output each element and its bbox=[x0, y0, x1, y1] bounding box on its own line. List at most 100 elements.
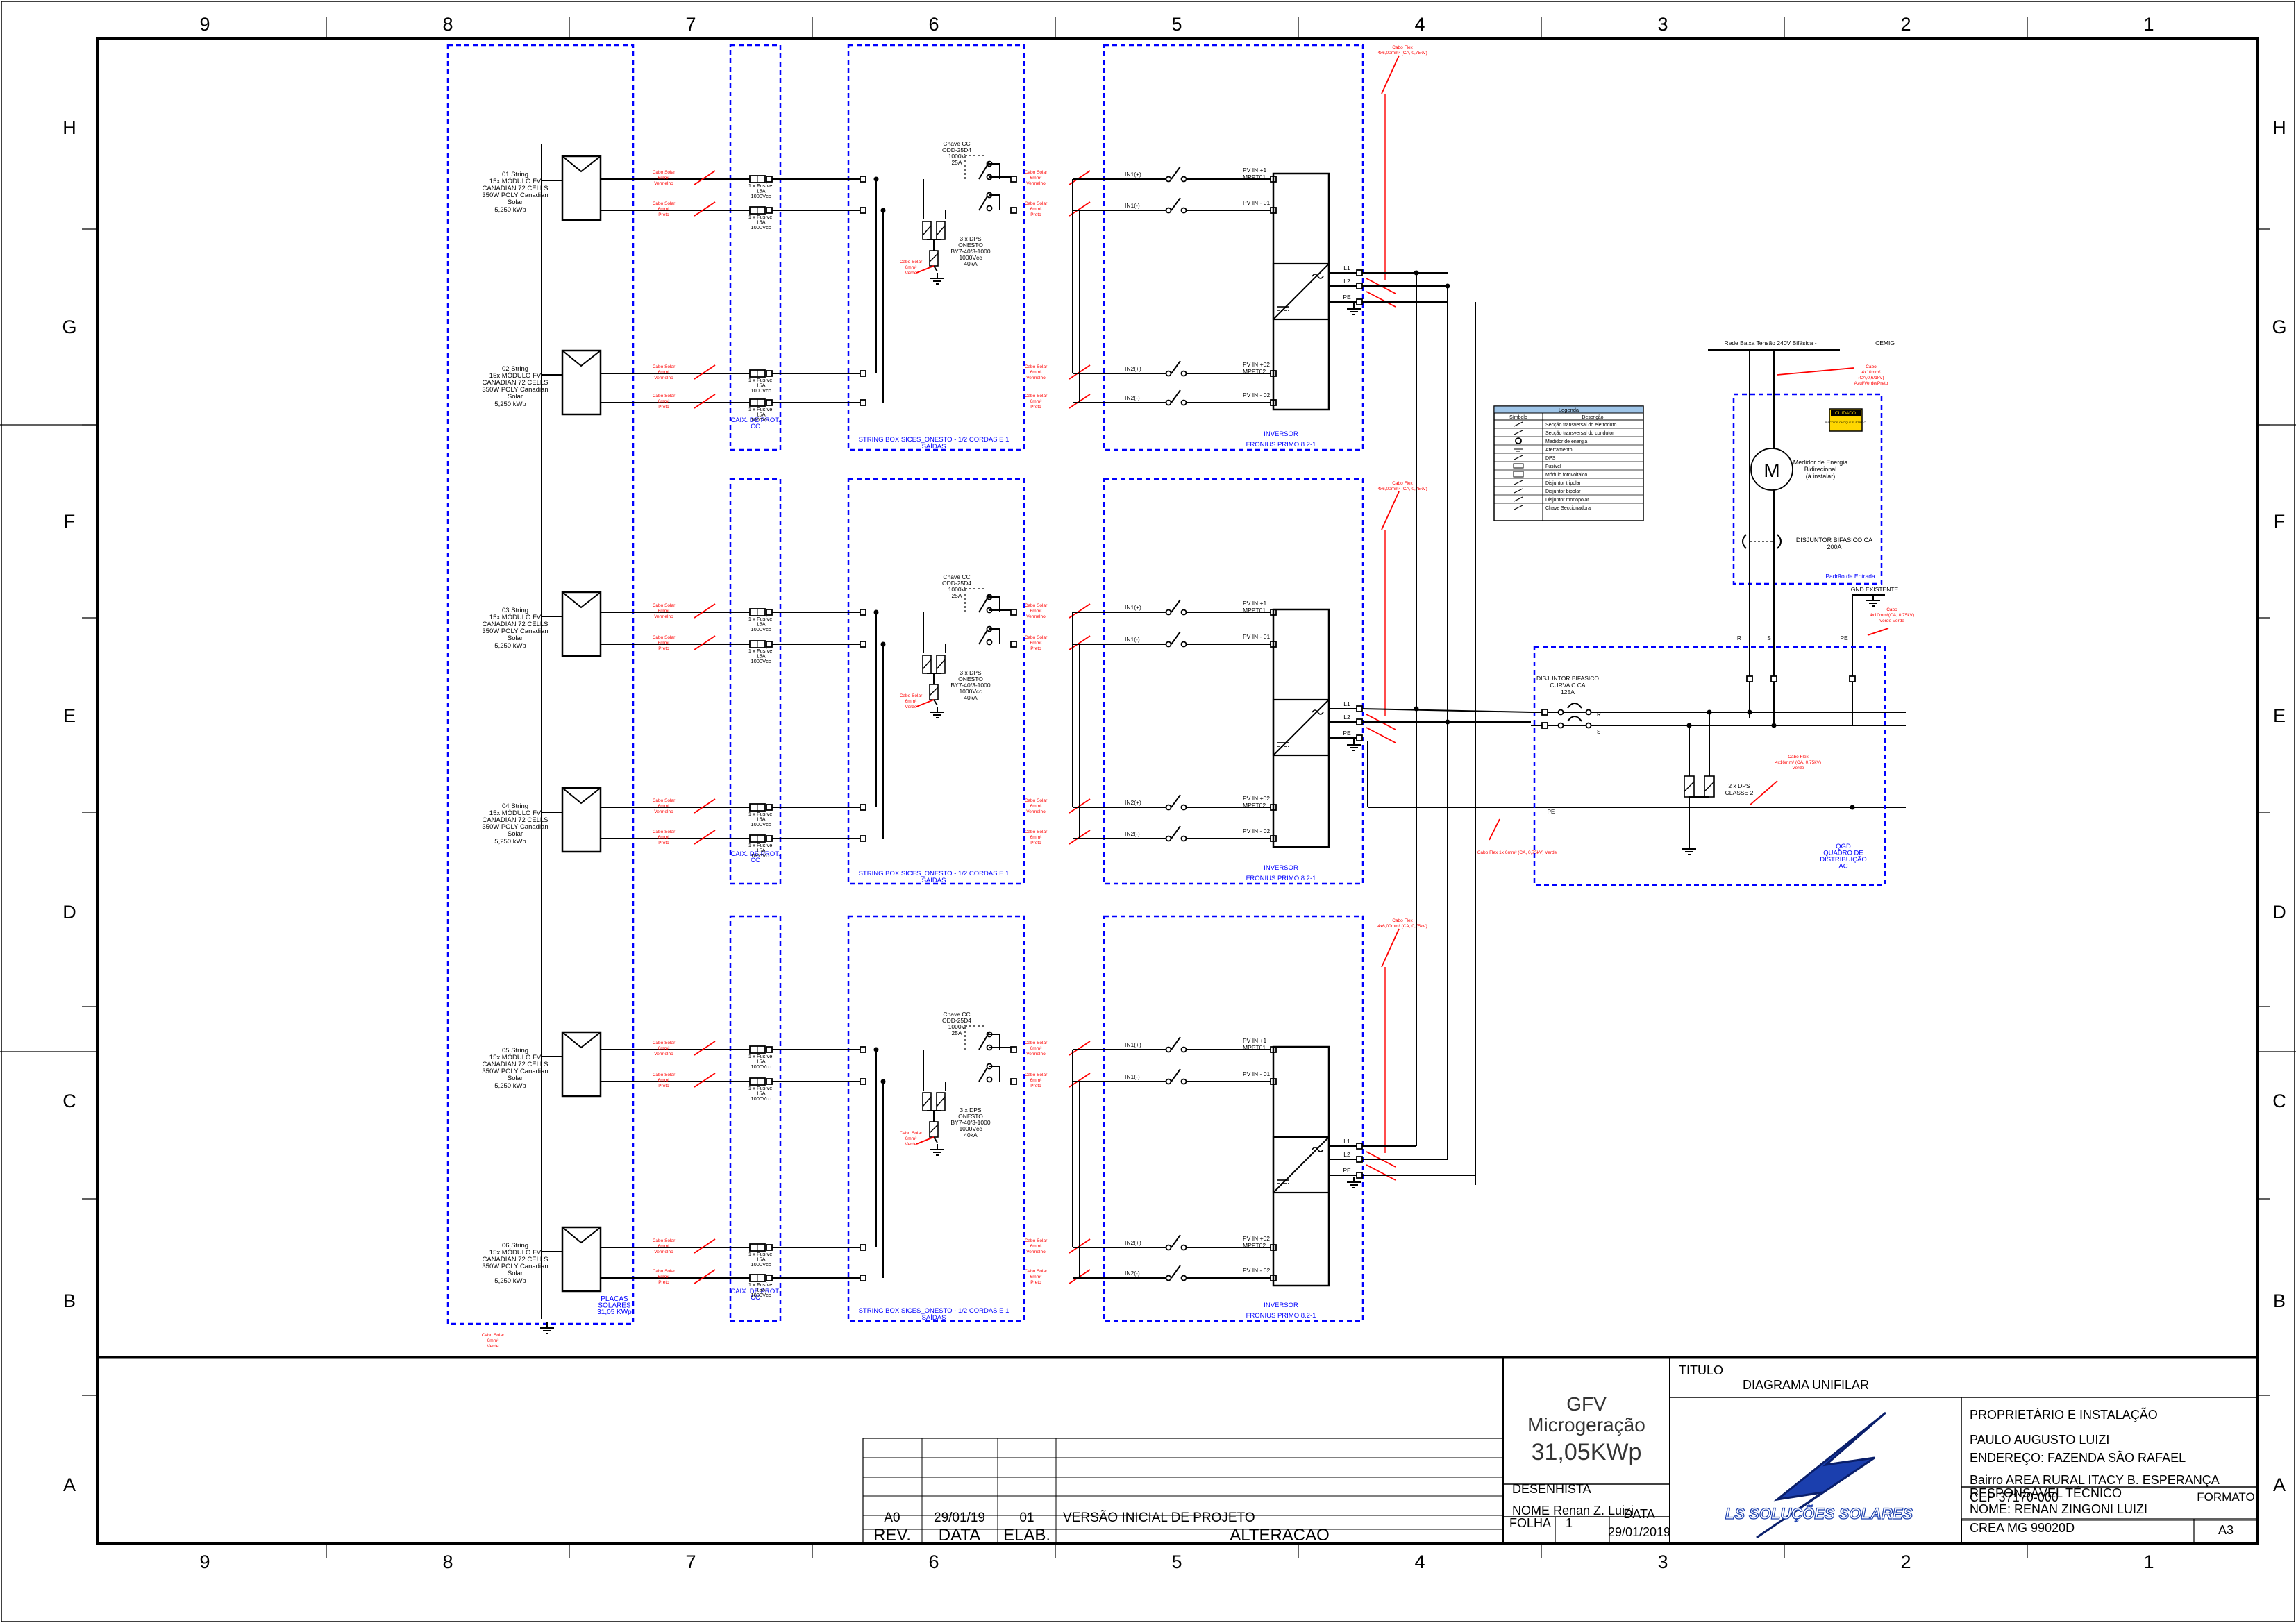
pv-in-label: PV IN - 01 bbox=[1243, 633, 1270, 640]
terminal bbox=[766, 1078, 773, 1085]
pv-module-mark bbox=[562, 591, 601, 609]
switch-contact bbox=[1180, 176, 1187, 183]
cc-pos-note: Cabo Solar bbox=[653, 364, 676, 369]
cc-pos-note: Vermelho bbox=[1026, 376, 1046, 380]
junction-dot bbox=[873, 609, 879, 615]
fuse-label: 15A bbox=[756, 653, 765, 659]
chave-label: ODD-25D4 bbox=[942, 580, 971, 587]
junction-dot bbox=[1771, 723, 1777, 728]
string-description: 02 String bbox=[502, 365, 528, 373]
string-description: CANADIAN 72 CELLS bbox=[482, 816, 548, 824]
dps-label: 3 x DPS bbox=[960, 669, 982, 676]
pv-module bbox=[561, 591, 602, 657]
medidor-label: Bidirecional bbox=[1804, 466, 1837, 473]
cc-pos-note: 6mm² bbox=[658, 1244, 670, 1249]
chave-label: 25A bbox=[951, 1029, 962, 1036]
ground-icon bbox=[540, 1322, 554, 1334]
legend-header: Símbolo bbox=[1509, 415, 1527, 420]
string-description: CANADIAN 72 CELLS bbox=[482, 1061, 548, 1068]
chave-label: 1000V bbox=[948, 1023, 966, 1030]
cable-leader bbox=[694, 394, 716, 409]
ac-wave-icon bbox=[1312, 1147, 1324, 1152]
dps-earth-note: Cabo Solar bbox=[900, 260, 923, 264]
column-marker: 8 bbox=[442, 14, 453, 35]
string-description: 05 String bbox=[502, 1047, 528, 1054]
legend-row: Secção transversal do eletroduto bbox=[1545, 423, 1616, 428]
switch-blade bbox=[1171, 166, 1181, 180]
dps-label: BY7-40/3-1000 bbox=[950, 248, 990, 255]
cc-neg-note: Cabo Solar bbox=[653, 1269, 676, 1274]
string-description: 350W POLY Canadian bbox=[482, 1068, 548, 1075]
placas-label: SOLARES bbox=[598, 1302, 631, 1310]
legend-row: Secção transversal do condutor bbox=[1545, 431, 1614, 436]
caixa-prot-label: CAIX. DE PROT. bbox=[730, 1288, 780, 1295]
cc-neg-note: Preto bbox=[1030, 1280, 1041, 1285]
switch-contact bbox=[1165, 804, 1172, 811]
chave-label: 25A bbox=[951, 592, 962, 599]
fuse-label: 1 x Fusível bbox=[748, 842, 774, 848]
cable-leader bbox=[694, 798, 716, 814]
string-description: Solar bbox=[508, 830, 523, 838]
legend-row: Módulo fotovoltaico bbox=[1545, 473, 1587, 478]
legend-symbol-icon bbox=[1514, 496, 1523, 502]
switch-contact bbox=[1165, 176, 1172, 183]
string-power: 5,250 kWp bbox=[494, 206, 526, 214]
folha-label: FOLHA bbox=[1509, 1516, 1551, 1530]
string-description: Solar bbox=[508, 1270, 523, 1277]
fuse-label: 1 x Fusível bbox=[748, 648, 774, 654]
ground-icon bbox=[930, 273, 944, 285]
terminal bbox=[1770, 675, 1777, 682]
dps-wire bbox=[933, 265, 938, 272]
dps-element bbox=[929, 250, 939, 267]
output-label: L1 bbox=[1343, 264, 1350, 271]
microgeracao-label: Microgeração bbox=[1527, 1414, 1645, 1436]
fuse-label: 15A bbox=[756, 1256, 765, 1263]
dps-zigzag bbox=[922, 1096, 932, 1107]
company-logo: LS SOLUÇÕES SOLARES bbox=[1725, 1411, 1913, 1539]
string-description: Solar bbox=[508, 1075, 523, 1082]
inverter-boundary bbox=[1103, 44, 1364, 451]
cable-leader bbox=[694, 1269, 716, 1284]
in-label: IN1(-) bbox=[1125, 202, 1140, 209]
switch-contact bbox=[1165, 1078, 1172, 1085]
rev-date-cell: 29/01/19 bbox=[934, 1511, 985, 1525]
crea: CREA MG 99020D bbox=[1970, 1521, 2075, 1535]
r-label: R bbox=[1737, 634, 1741, 641]
pv-in-label: PV IN - 02 bbox=[1243, 392, 1270, 398]
cable-leader bbox=[694, 364, 716, 380]
terminal bbox=[766, 641, 773, 648]
cc-neg-note: Cabo Solar bbox=[1025, 1269, 1048, 1274]
in-label: IN2(-) bbox=[1125, 394, 1140, 401]
cc-pos-note: 6mm² bbox=[1030, 609, 1042, 614]
terminal bbox=[860, 1046, 866, 1053]
legend-symbol-icon bbox=[1514, 455, 1523, 460]
in-label: IN1(+) bbox=[1125, 171, 1141, 178]
cc-neg-note: Cabo Solar bbox=[653, 201, 676, 206]
terminal bbox=[1010, 641, 1017, 648]
cc-neg-note: Cabo Solar bbox=[1025, 201, 1048, 206]
string-description: 350W POLY Canadian bbox=[482, 386, 548, 394]
desenhista-nome: NOME Renan Z. Luizi bbox=[1512, 1504, 1634, 1517]
junction-dot bbox=[1445, 283, 1450, 289]
column-marker: 9 bbox=[199, 14, 210, 35]
row-marker: F bbox=[2274, 511, 2286, 532]
resp-label: RESPONSÁVEL TÉCNICO bbox=[1970, 1486, 2122, 1500]
column-marker: 5 bbox=[1171, 14, 1182, 35]
in-label: IN2(+) bbox=[1125, 365, 1141, 372]
fuse-label: 1000Vcc bbox=[751, 224, 771, 230]
switch-contact bbox=[1180, 399, 1187, 406]
dps-zigzag bbox=[922, 659, 932, 670]
mppt-label: MPPT01 bbox=[1243, 174, 1266, 180]
cc-neg-note: Cabo Solar bbox=[1025, 830, 1048, 834]
cc-neg-note: Preto bbox=[658, 405, 669, 410]
cc-neg-note: 6mm² bbox=[1030, 835, 1042, 840]
cc-neg-note: 6mm² bbox=[658, 399, 670, 404]
inverter-model-label: FRONIUS PRIMO 8.2-1 bbox=[1246, 1312, 1316, 1320]
legend-symbol-icon bbox=[1514, 421, 1523, 427]
cable-leader bbox=[694, 1073, 716, 1088]
rev-header: DATA bbox=[939, 1526, 980, 1545]
cc-pos-note: 6mm² bbox=[1030, 1046, 1042, 1051]
terminal bbox=[766, 835, 773, 842]
